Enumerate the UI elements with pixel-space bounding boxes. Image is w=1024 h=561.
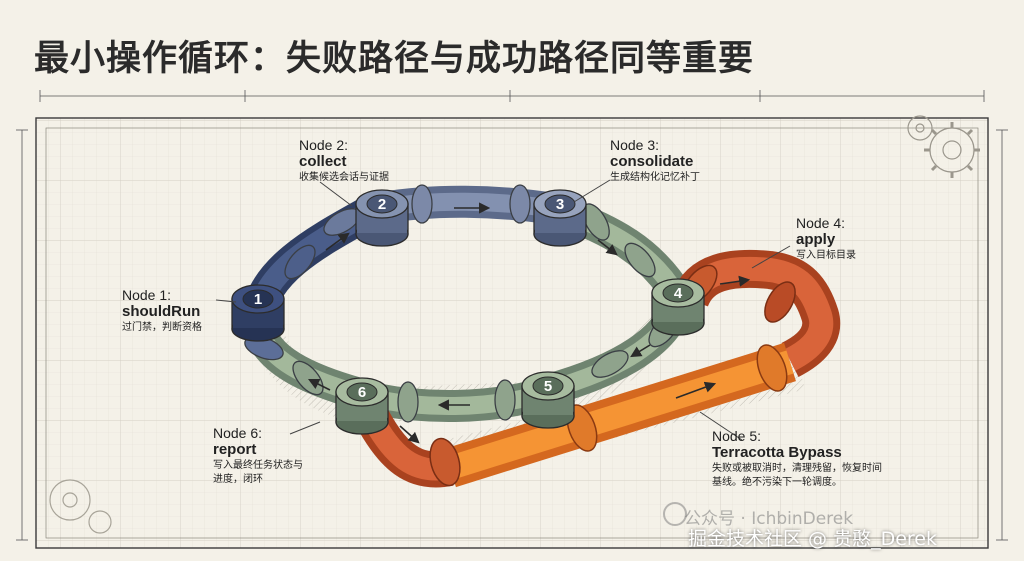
node-1-junction: 1 xyxy=(231,284,285,342)
node-5-title: Node 5: xyxy=(712,428,762,444)
node-4-name: apply xyxy=(796,231,836,249)
node-6-junction: 6 xyxy=(335,377,389,435)
node-2-label: Node 2: collect 收集候选会话与证据 xyxy=(299,137,389,184)
node-5-desc-2: 基线。绝不污染下一轮调度。 xyxy=(712,476,842,488)
node-6-name: report xyxy=(213,441,257,459)
node-4-label: Node 4: apply 写入目标目录 xyxy=(796,215,856,262)
node-6-number: 6 xyxy=(358,384,366,401)
pipe-orange-highlight xyxy=(446,350,794,480)
node-6-desc-1: 写入最终任务状态与 xyxy=(213,460,303,472)
node-3-label: Node 3: consolidate 生成结构化记忆补丁 xyxy=(610,137,700,184)
node-3-junction: 3 xyxy=(533,189,587,247)
leader-lines xyxy=(215,179,791,441)
node-3-number: 3 xyxy=(556,196,564,213)
node-2-title: Node 2: xyxy=(299,137,349,153)
node-1-label: Node 1: shouldRun 过门禁，判断资格 xyxy=(122,287,202,334)
frame-inner xyxy=(45,127,979,539)
node-5-label: Node 5: Terracotta Bypass 失败或被取消时，清理残留，恢… xyxy=(712,428,882,488)
node-2-number: 2 xyxy=(378,196,386,213)
node-1-title: Node 1: xyxy=(122,287,172,303)
node-3-title: Node 3: xyxy=(610,137,660,153)
node-5-desc-1: 失败或被取消时，清理残留，恢复时间 xyxy=(712,463,882,475)
node-1-number: 1 xyxy=(254,291,262,308)
node-2-desc: 收集候选会话与证据 xyxy=(299,172,389,184)
watermark-line-1: 公众号 · IchbinDerek xyxy=(684,509,854,529)
node-4-number: 4 xyxy=(674,285,683,302)
node-4-desc: 写入目标目录 xyxy=(796,250,856,262)
node-2-junction: 2 xyxy=(355,189,409,247)
dimension-lines xyxy=(16,90,1008,541)
node-3-name: consolidate xyxy=(610,153,694,171)
node-4-title: Node 4: xyxy=(796,215,846,231)
node-1-desc: 过门禁，判断资格 xyxy=(122,322,202,334)
wechat-icon xyxy=(663,502,687,526)
page-title: 最小操作循环：失败路径与成功路径同等重要 xyxy=(34,39,755,79)
node-4-junction: 4 xyxy=(651,278,705,336)
gear-icon xyxy=(49,479,112,534)
watermark-line-2: 掘金技术社区 @ 贵憨_Derek xyxy=(688,528,937,550)
node-5-name: Terracotta Bypass xyxy=(712,444,842,462)
node-6-desc-2: 进度，闭环 xyxy=(213,473,263,485)
node-2-name: collect xyxy=(299,153,347,171)
node-5-junction: 5 xyxy=(521,371,575,429)
node-6-label: Node 6: report 写入最终任务状态与 进度，闭环 xyxy=(213,425,303,485)
pipe-flange xyxy=(429,264,796,487)
node-5-number: 5 xyxy=(544,378,552,395)
frame-outer xyxy=(35,117,989,549)
gear-icon xyxy=(907,115,980,178)
node-6-title: Node 6: xyxy=(213,425,263,441)
node-3-desc: 生成结构化记忆补丁 xyxy=(610,172,700,184)
flow-arrows xyxy=(307,202,751,444)
node-1-name: shouldRun xyxy=(122,303,201,321)
